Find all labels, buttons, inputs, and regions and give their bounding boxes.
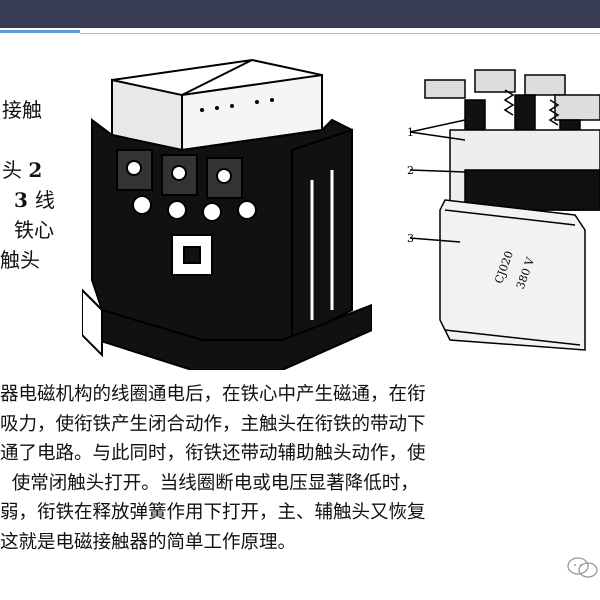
side-line-4: 铁心 <box>14 218 54 242</box>
para-line-3: 通了电路。与此同时，衔铁还带动辅助触头动作，使 <box>0 443 426 464</box>
label-2: 2 <box>407 164 414 177</box>
para-line-4: 使常闭触头打开。当线圈断电或电压显著降低时， <box>0 472 419 494</box>
top-bar <box>0 0 600 28</box>
para-line-1: 器电磁机构的线圈通电后，在铁心中产生磁通，在衔 <box>0 384 426 405</box>
side-line-5: 触头 <box>0 248 40 272</box>
para-line-6: 这就是电磁接触器的简单工作原理。 <box>0 531 297 553</box>
label-3: 3 <box>407 232 414 245</box>
para-line-5: 弱，衔铁在释放弹簧作用下打开，主、辅触头又恢复 <box>0 502 426 523</box>
contactor-exterior-figure <box>82 58 372 370</box>
contactor-cutaway-figure: 1 2 3 CJ020 380 V <box>407 69 600 351</box>
title-divider <box>0 30 600 38</box>
side-line-1: 接触 <box>2 98 42 122</box>
chat-watermark-icon <box>567 557 598 578</box>
side-line-2: 头 2 <box>2 158 43 182</box>
side-text: 接触 头 2 3 线 铁心 触头 <box>0 95 70 275</box>
side-line-3: 3 线 <box>14 188 55 212</box>
para-line-2: 吸力，使衔铁产生闭合动作，主触头在衔铁的带动下 <box>0 413 426 435</box>
body-paragraph: 器电磁机构的线圈通电后，在铁心中产生磁通，在衔 吸力，使衔铁产生闭合动作，主触头… <box>0 380 600 557</box>
label-1: 1 <box>407 126 414 139</box>
